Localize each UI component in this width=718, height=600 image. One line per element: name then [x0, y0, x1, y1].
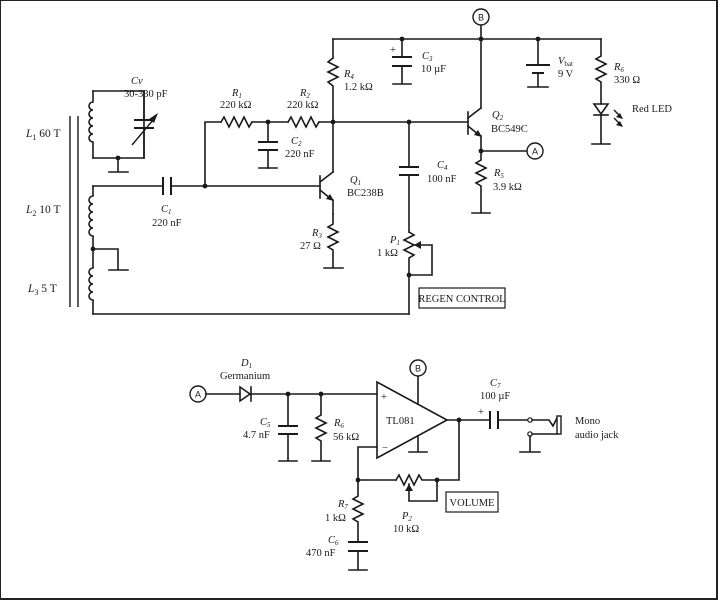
label-Vbat-value: 9 V	[558, 69, 574, 80]
transistor-Q2	[466, 106, 483, 152]
label-R5-name: R5	[493, 168, 504, 180]
label-R6-led-value: 330 Ω	[614, 75, 640, 86]
diode-D1	[239, 385, 252, 403]
svg-text:A: A	[195, 390, 201, 400]
label-C3-value: 10 µF	[421, 64, 446, 75]
label-opamp: TL081	[386, 416, 415, 427]
label-C2-name: C2	[291, 136, 302, 148]
svg-text:VOLUME: VOLUME	[450, 498, 495, 509]
C7-plus-sign: +	[478, 407, 484, 418]
inductor-L1	[88, 90, 94, 159]
label-P1-value: 1 kΩ	[377, 248, 398, 259]
label-R7-value: 1 kΩ	[325, 513, 346, 524]
label-C7-name: C7	[490, 378, 501, 390]
label-jack-line1: Mono	[575, 416, 600, 427]
svg-text:B: B	[415, 364, 421, 374]
label-L2: L2 10 T	[25, 204, 60, 218]
label-Cv-name: Cv	[131, 76, 143, 87]
label-R6-value: 56 kΩ	[333, 432, 359, 443]
node-B-opamp: B	[409, 359, 427, 377]
label-Q1-name: Q1	[350, 175, 361, 187]
potentiometer-P2[interactable]	[394, 473, 438, 502]
opamp-minus: −	[382, 443, 388, 454]
label-Q2-value: BC549C	[491, 124, 528, 135]
label-R6-led-name: R6	[613, 62, 624, 74]
label-C5-value: 4.7 nF	[243, 430, 270, 441]
opamp-plus: +	[381, 392, 387, 403]
label-D1-value: Germanium	[220, 371, 270, 382]
label-C6-value: 470 nF	[306, 548, 336, 559]
label-L1: L1 60 T	[25, 128, 60, 142]
inductor-L2	[88, 185, 94, 250]
potentiometer-P1[interactable]	[402, 230, 433, 315]
junction-dot	[434, 477, 440, 483]
label-Vbat-name: Vbat	[558, 56, 573, 68]
label-D1-name: D1	[240, 358, 252, 370]
svg-text:A: A	[532, 147, 538, 157]
label-Q1-value: BC238B	[347, 188, 384, 199]
node-A-input: A	[189, 385, 207, 403]
svg-text:B: B	[478, 13, 484, 23]
resistor-R3	[323, 213, 344, 269]
label-P1-name: P1	[389, 235, 400, 247]
svg-text:REGEN CONTROL: REGEN CONTROL	[418, 294, 505, 305]
label-R1-value: 220 kΩ	[220, 100, 252, 111]
label-jack-line2: audio jack	[575, 430, 619, 441]
label-C5-name: C5	[260, 417, 271, 429]
label-R5-value: 3.9 kΩ	[493, 182, 522, 193]
capacitor-C4	[399, 121, 419, 233]
label-C3-name: C3	[422, 51, 433, 63]
label-R4-name: R4	[343, 69, 354, 81]
label-Cv-value: 30-330 pF	[124, 89, 168, 100]
label-R2-value: 220 kΩ	[287, 100, 319, 111]
label-R7-name: R7	[337, 499, 348, 511]
C3-plus-sign: +	[390, 45, 396, 56]
resistor-R1	[219, 115, 254, 129]
audio-jack[interactable]	[519, 415, 562, 453]
label-L3: L3 5 T	[27, 283, 57, 297]
label-C7-value: 100 µF	[480, 391, 510, 402]
transistor-Q1	[318, 121, 335, 215]
label-C2-value: 220 nF	[285, 149, 315, 160]
label-R3-value: 27 Ω	[300, 241, 321, 252]
label-R2-name: R2	[299, 88, 310, 100]
label-LED: Red LED	[632, 104, 672, 115]
resistor-R6	[311, 393, 331, 462]
capacitor-C5	[278, 393, 298, 462]
regen-control-box[interactable]: REGEN CONTROL	[418, 287, 506, 309]
label-P2-name: P2	[401, 511, 412, 523]
capacitor-C6	[348, 541, 368, 571]
resistor-R7	[351, 479, 365, 542]
led-red	[591, 103, 623, 145]
resistor-R5	[471, 150, 491, 214]
label-C4-value: 100 nF	[427, 174, 457, 185]
resistor-R2	[286, 115, 321, 129]
label-P2-value: 10 kΩ	[393, 524, 419, 535]
label-Q2-name: Q2	[492, 110, 504, 122]
transformer-core	[69, 116, 79, 307]
inductor-L3	[88, 248, 94, 315]
label-C1-name: C1	[161, 204, 172, 216]
junction-dot	[406, 272, 412, 278]
label-C6-name: C6	[328, 535, 339, 547]
capacitor-C1	[162, 177, 172, 195]
capacitor-C7	[489, 411, 499, 429]
label-C1-value: 220 nF	[152, 218, 182, 229]
variable-capacitor-Cv	[131, 90, 158, 159]
node-B-top: B	[472, 8, 490, 40]
resistor-R6-led	[594, 38, 608, 105]
node-A-emitter: A	[526, 142, 544, 160]
label-R6-name: R6	[333, 418, 344, 430]
label-R4-value: 1.2 kΩ	[344, 82, 373, 93]
volume-control-box[interactable]: VOLUME	[445, 491, 499, 513]
battery-Vbat	[526, 38, 550, 88]
label-C4-name: C4	[437, 160, 448, 172]
label-R1-name: R1	[231, 88, 242, 100]
resistor-R4	[326, 56, 340, 123]
capacitor-C2	[258, 121, 278, 169]
label-R3-name: R3	[311, 228, 322, 240]
capacitor-C3	[392, 38, 412, 85]
